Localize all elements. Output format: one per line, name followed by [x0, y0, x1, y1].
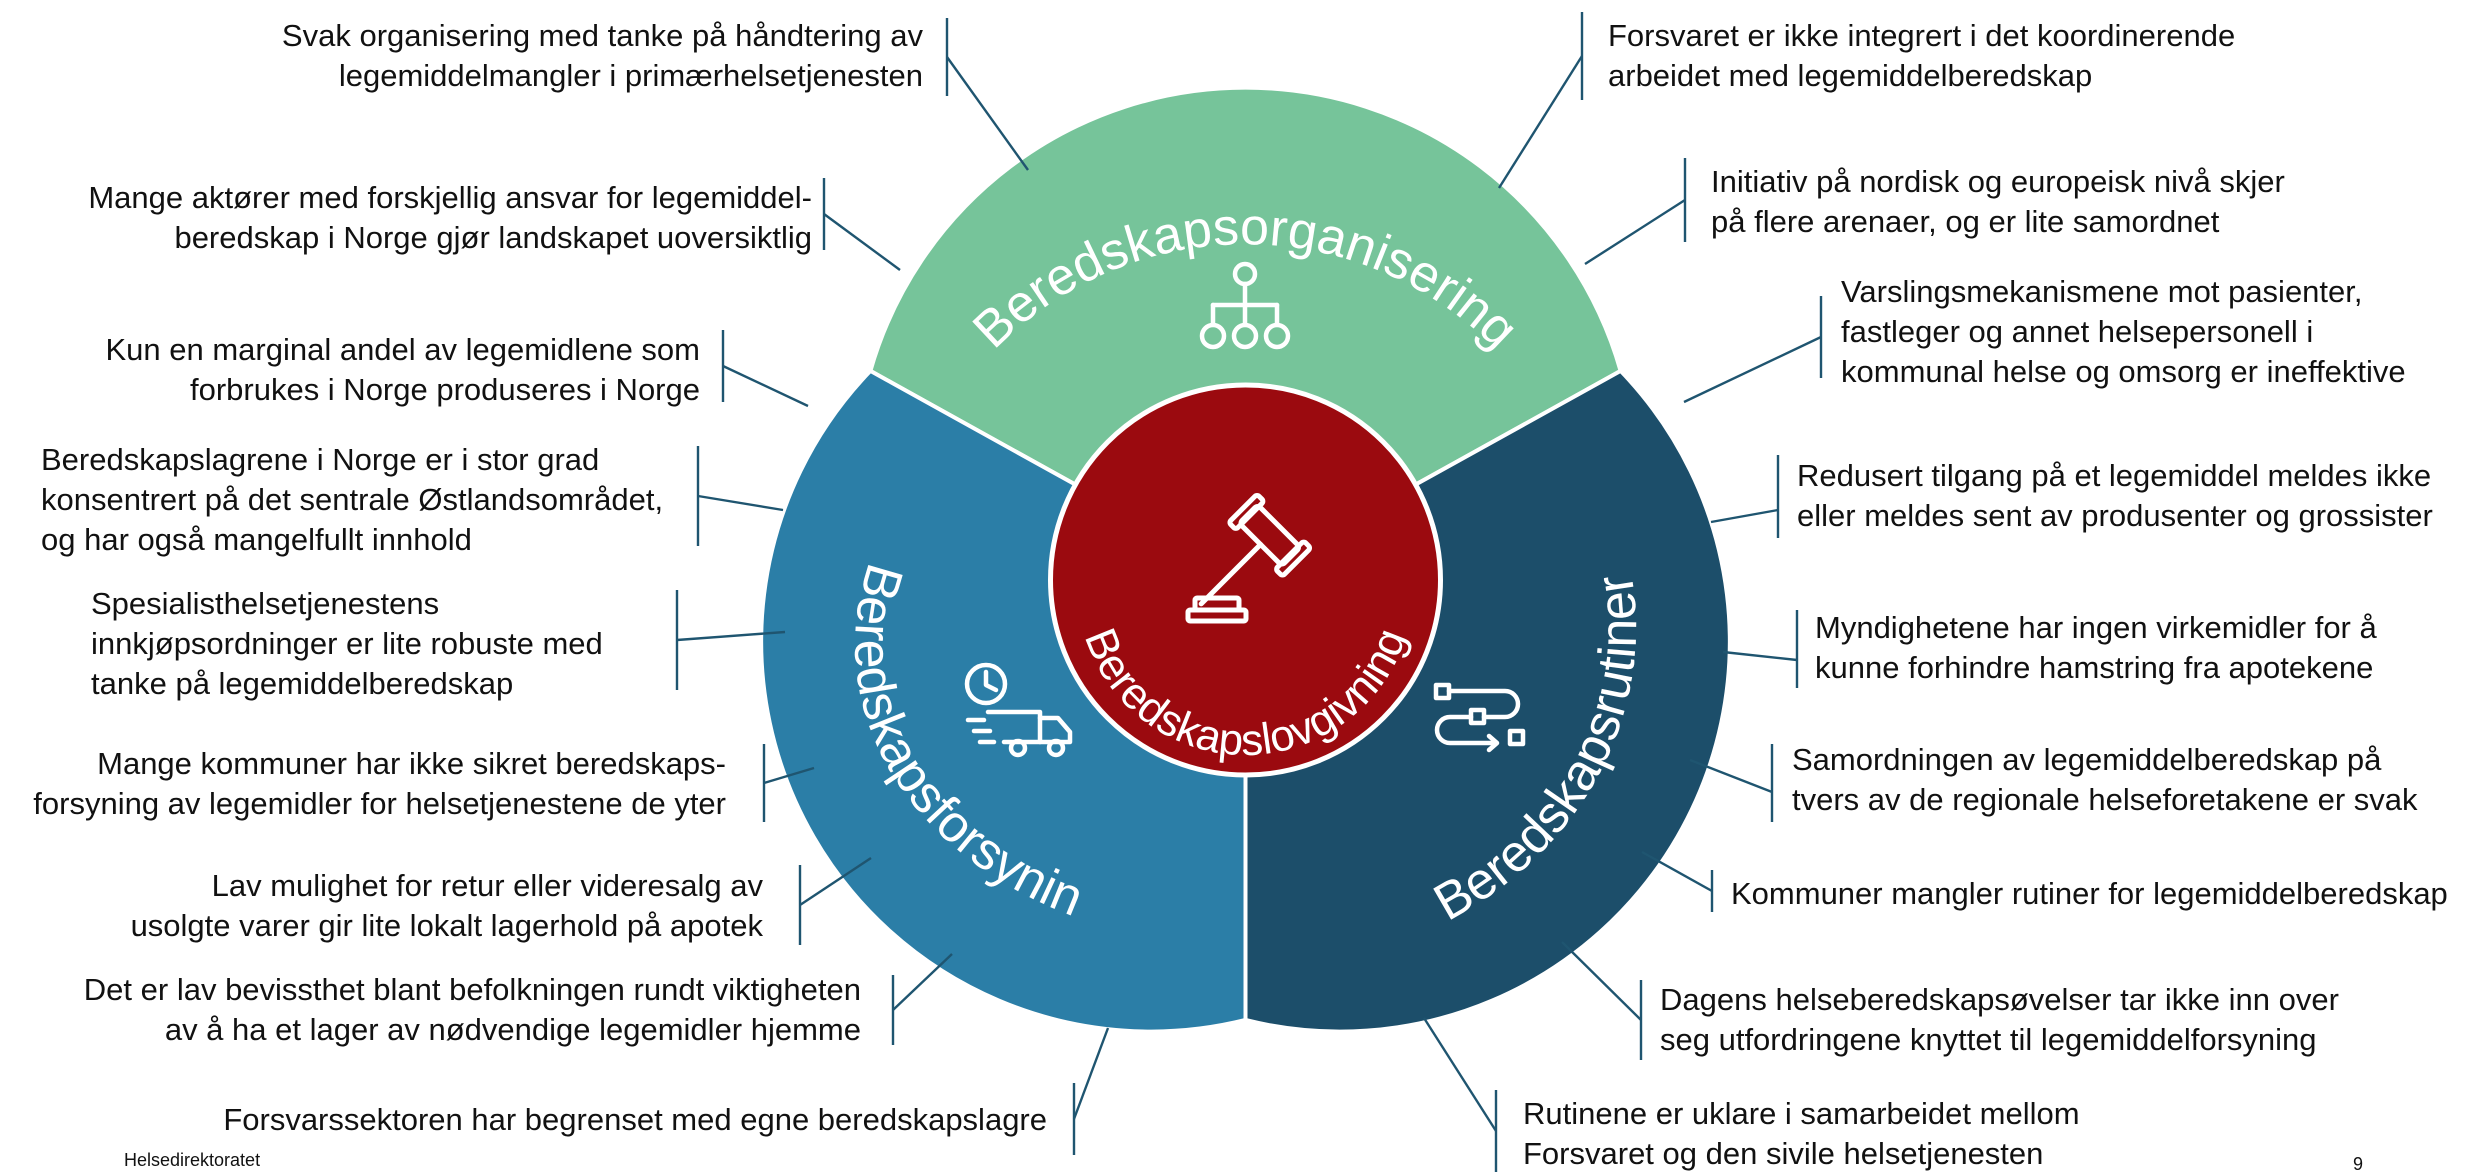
annotation-line: Redusert tilgang på et legemiddel meldes… [1797, 458, 2432, 493]
annotation-line: Svak organisering med tanke på håndterin… [281, 18, 923, 53]
annotation-line: Myndighetene har ingen virkemidler for å [1815, 610, 2377, 645]
left-annotation-1: Svak organisering med tanke på håndterin… [282, 16, 923, 96]
annotation-line: Mange kommuner har ikke sikret beredskap… [97, 746, 726, 781]
leader-r5 [1722, 650, 1798, 662]
annotation-line: Beredskapslagrene i Norge er i stor grad [41, 442, 600, 477]
delivery-truck-clock-icon [964, 662, 1073, 758]
leader-r2 [1584, 198, 1686, 266]
leader-l2 [823, 213, 901, 271]
right-annotation-6: Samordningen av legemiddelberedskap på t… [1792, 740, 2418, 820]
right-annotation-4: Redusert tilgang på et legemiddel meldes… [1797, 456, 2433, 536]
annotation-line: Kommuner mangler rutiner for legemiddelb… [1731, 876, 2448, 911]
annotation-line: Forsvaret og den sivile helsetjenesten [1523, 1136, 2044, 1171]
leader-r8 [1561, 941, 1642, 1021]
annotation-line: legemiddelmangler i primærhelsetjenesten [338, 58, 923, 93]
annotation-line: Samordningen av legemiddelberedskap på [1792, 742, 2382, 777]
annotation-line: eller meldes sent av produsenter og gros… [1797, 498, 2433, 533]
gavel-icon [1185, 492, 1313, 624]
annotation-line: arbeidet med legemiddelberedskap [1608, 58, 2093, 93]
annotation-line: av å ha et lager av nødvendige legemidle… [164, 1012, 861, 1047]
leader-l3 [722, 364, 809, 408]
annotation-line: Mange aktører med forskjellig ansvar for… [88, 180, 812, 215]
leader-l1 [946, 56, 1029, 171]
left-annotation-7: Lav mulighet for retur eller videresalg … [131, 866, 763, 946]
leader-l4 [697, 494, 784, 512]
annotation-line: tanke på legemiddelberedskap [91, 666, 514, 701]
page-number: 9 [2353, 1154, 2364, 1174]
left-annotation-8: Det er lav bevissthet blant befolkningen… [84, 970, 861, 1050]
left-annotation-4: Beredskapslagrene i Norge er i stor grad… [41, 440, 663, 560]
annotation-line: Det er lav bevissthet blant befolkningen… [83, 972, 861, 1007]
right-annotation-1: Forsvaret er ikke integrert i det koordi… [1608, 16, 2235, 96]
left-annotation-2: Mange aktører med forskjellig ansvar for… [88, 178, 812, 258]
leader-r9 [1422, 1017, 1498, 1132]
leader-r6 [1689, 758, 1773, 794]
org-chart-icon [1199, 261, 1291, 350]
annotation-line: Rutinene er uklare i samarbeidet mellom [1523, 1096, 2080, 1131]
right-annotation-5: Myndighetene har ingen virkemidler for å… [1815, 608, 2377, 688]
annotation-line: Initiativ på nordisk og europeisk nivå s… [1711, 164, 2285, 199]
leader-r1 [1497, 55, 1584, 189]
right-annotation-3: Varslingsmekanismene mot pasienter, fast… [1841, 272, 2406, 392]
leader-r4 [1710, 508, 1779, 524]
left-annotation-9: Forsvarssektoren har begrenset med egne … [223, 1100, 1047, 1140]
footer-organization: Helsedirektoratet [124, 1150, 261, 1170]
annotation-line: Spesialisthelsetjenestens [91, 586, 440, 621]
annotation-line: Forsvarssektoren har begrenset med egne … [223, 1102, 1047, 1137]
leader-l5 [676, 630, 786, 642]
right-annotation-8: Dagens helseberedskapsøvelser tar ikke i… [1660, 980, 2339, 1060]
leader-l9 [1072, 1027, 1110, 1120]
annotation-line: beredskap i Norge gjør landskapet uovers… [174, 220, 812, 255]
leader-r3 [1683, 335, 1822, 404]
center-circle [1048, 382, 1443, 778]
right-annotation-9: Rutinene er uklare i samarbeidet mellom … [1523, 1094, 2080, 1174]
annotation-line: på flere arenaer, og er lite samordnet [1711, 204, 2220, 239]
annotation-line: forbrukes i Norge produseres i Norge [189, 372, 700, 407]
annotation-line: Lav mulighet for retur eller videresalg … [211, 868, 763, 903]
left-annotation-5: Spesialisthelsetjenestens innkjøpsordnin… [91, 584, 603, 704]
leader-r7 [1641, 850, 1713, 893]
annotation-line: forsyning av legemidler for helsetjenest… [33, 786, 726, 821]
left-annotation-3: Kun en marginal andel av legemidlene som… [105, 330, 700, 410]
workflow-icon [1433, 682, 1526, 753]
annotation-line: Kun en marginal andel av legemidlene som [105, 332, 700, 367]
annotation-line: Dagens helseberedskapsøvelser tar ikke i… [1660, 982, 2339, 1017]
ring-segments [759, 85, 1732, 1034]
leader-l7 [799, 856, 872, 907]
annotation-line: Varslingsmekanismene mot pasienter, [1841, 274, 2363, 309]
right-annotation-7: Kommuner mangler rutiner for legemiddelb… [1731, 874, 2448, 914]
right-annotation-2: Initiativ på nordisk og europeisk nivå s… [1711, 162, 2285, 242]
annotation-line: og har også mangelfullt innhold [41, 522, 472, 557]
leader-lines [675, 12, 1823, 1172]
annotation-line: innkjøpsordninger er lite robuste med [91, 626, 603, 661]
annotation-line: tvers av de regionale helseforetakene er… [1792, 782, 2418, 817]
annotation-line: konsentrert på det sentrale Østlandsområ… [41, 482, 664, 517]
leader-l8 [892, 953, 953, 1011]
annotation-line: seg utfordringene knyttet til legemiddel… [1660, 1022, 2317, 1057]
annotation-line: kunne forhindre hamstring fra apotekene [1815, 650, 2374, 685]
annotation-line: Forsvaret er ikke integrert i det koordi… [1608, 18, 2236, 53]
left-annotation-6: Mange kommuner har ikke sikret beredskap… [33, 744, 726, 824]
annotation-line: kommunal helse og omsorg er ineffektive [1841, 354, 2406, 389]
leader-l6 [763, 766, 815, 785]
annotation-line: usolgte varer gir lite lokalt lagerhold … [130, 908, 763, 943]
annotation-line: fastleger og annet helsepersonell i [1841, 314, 2314, 349]
